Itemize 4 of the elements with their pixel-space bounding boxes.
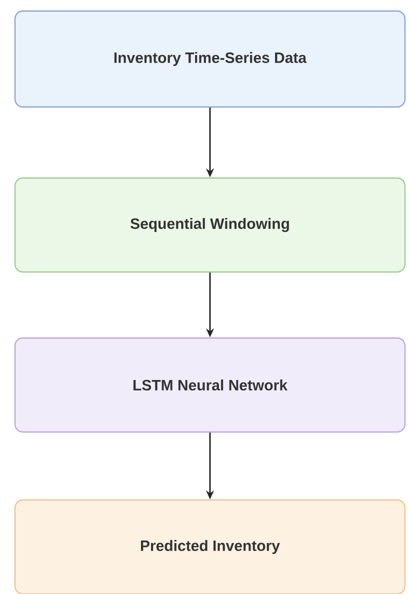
process-box: Sequential Windowing [14,177,406,273]
process-box: Predicted Inventory [14,499,406,594]
process-box: Inventory Time-Series Data [14,10,406,108]
process-box: LSTM Neural Network [14,337,406,433]
